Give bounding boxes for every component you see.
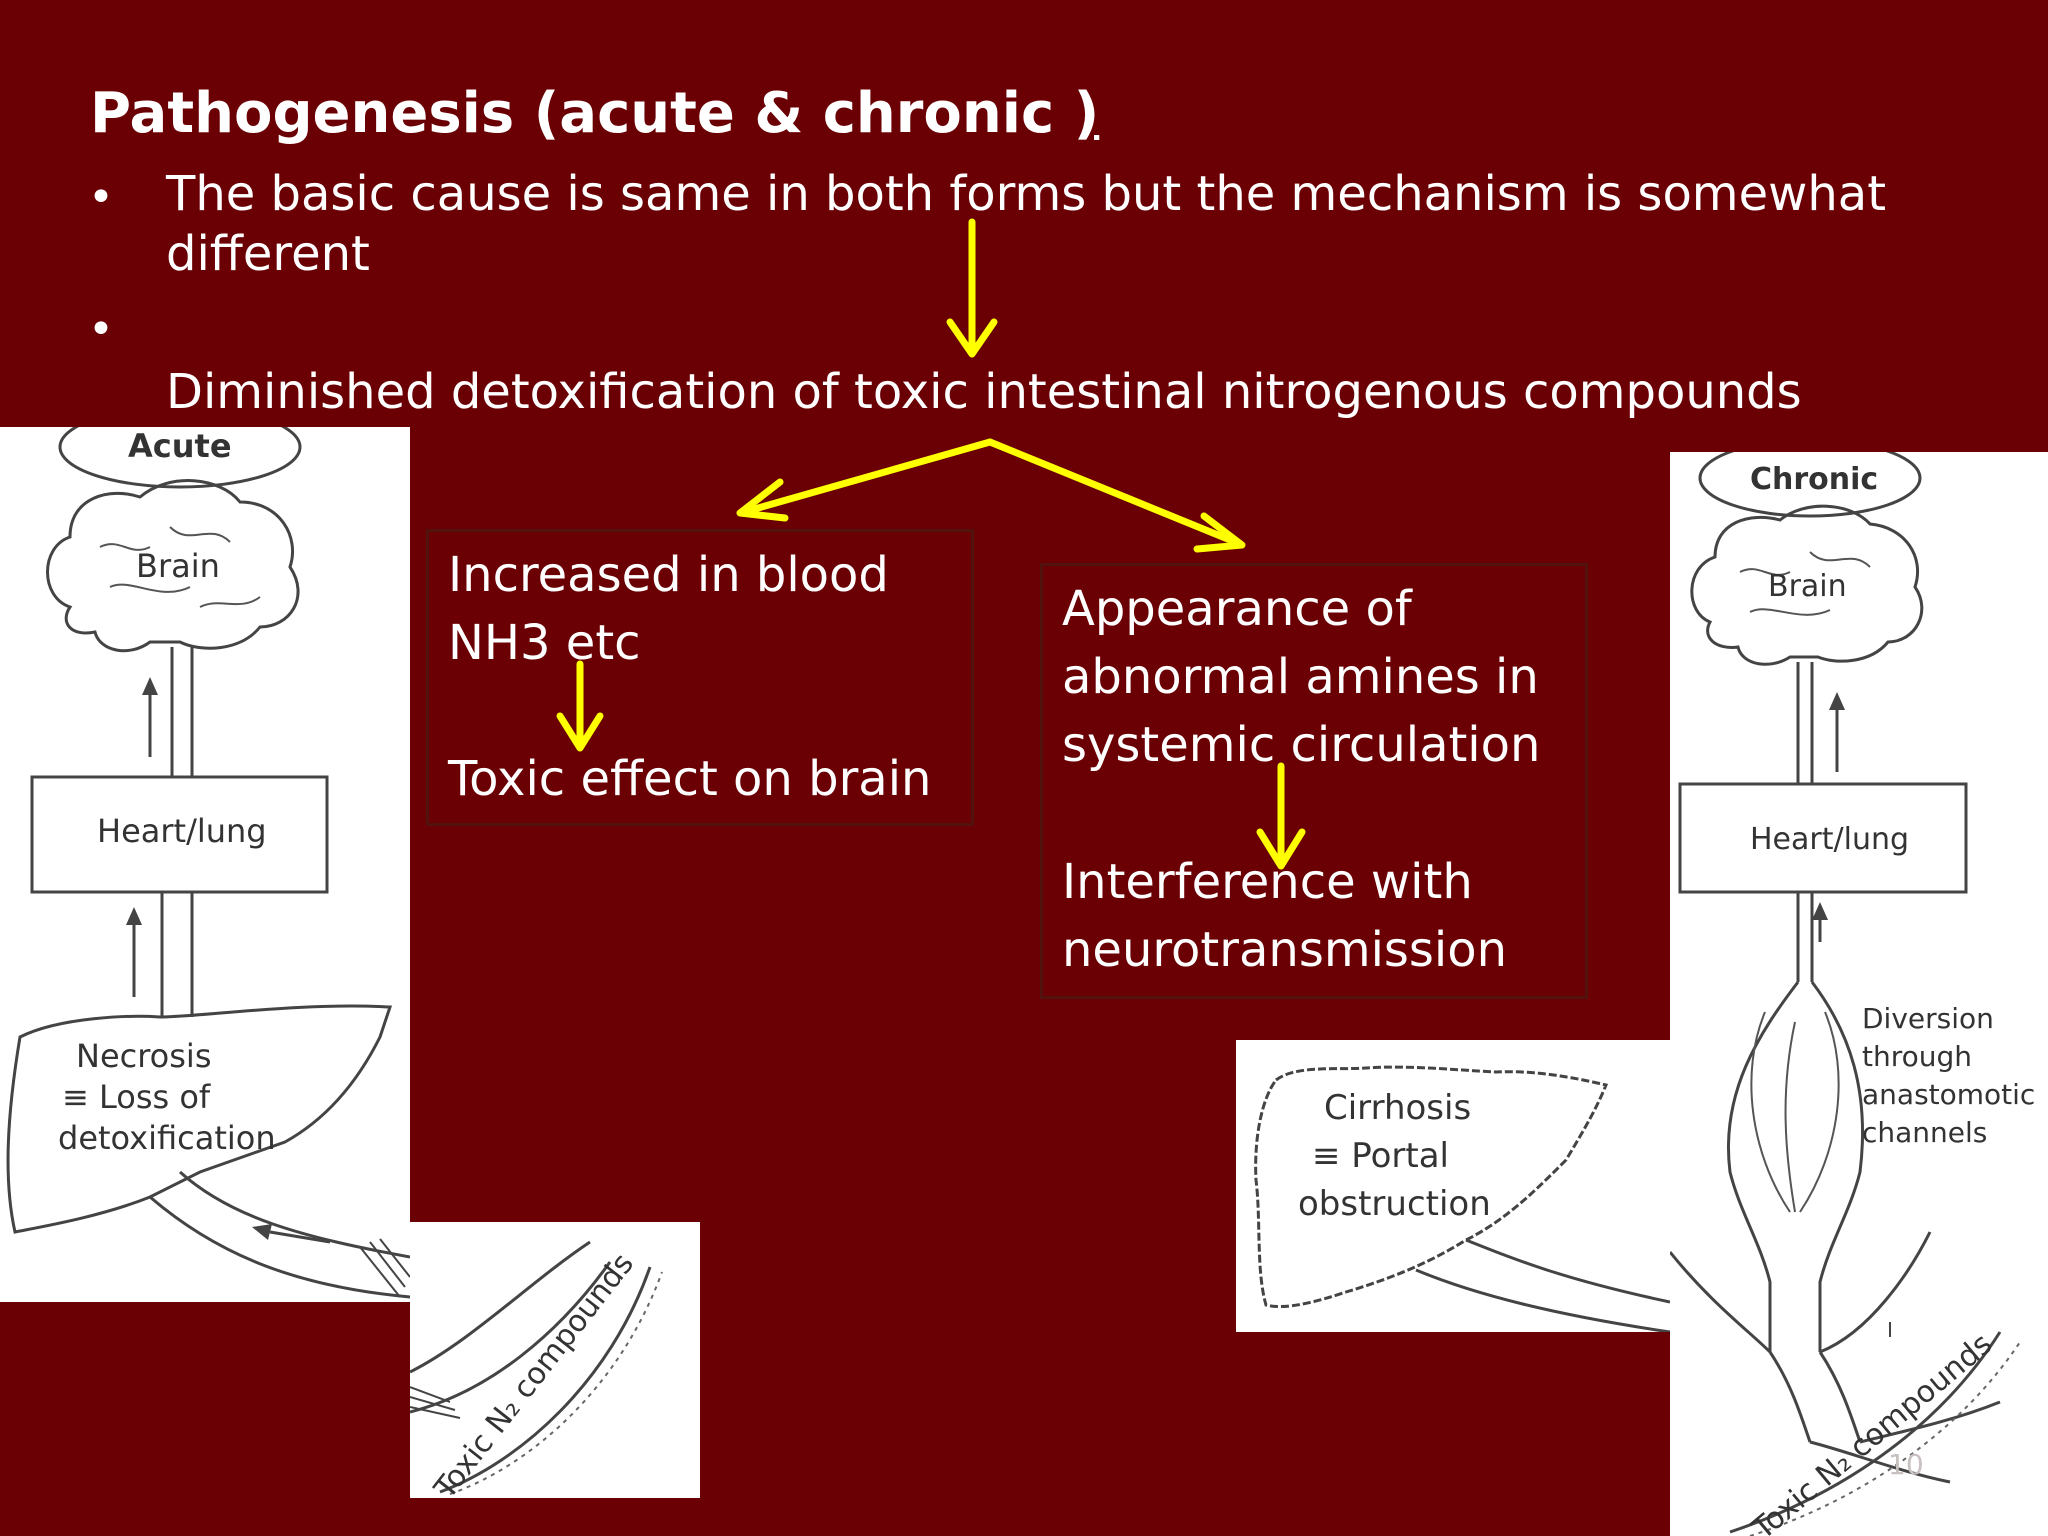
cirrhosis-line1: Cirrhosis: [1324, 1088, 1472, 1128]
acute-heart-lung-label: Heart/lung: [97, 812, 267, 850]
chronic-diagram-drawing: [1670, 452, 2021, 1536]
arrow-amines-to-interference: [1256, 762, 1306, 870]
acute-diagram-drawing: [6, 427, 410, 1299]
right-box-line2: abnormal amines in: [1062, 649, 1539, 705]
arrow-nh3-to-toxic: [556, 660, 604, 752]
chronic-diversion-line3: anastomotic: [1862, 1078, 2036, 1111]
acute-liver-outline: [6, 1004, 393, 1234]
arrow-split-left: [736, 438, 994, 522]
chronic-brain-label: Brain: [1768, 569, 1847, 604]
chronic-heart-lung-box: [1678, 782, 1968, 894]
left-mechanism-box: [426, 529, 974, 826]
arrow-split-right: [986, 438, 1246, 553]
slide-title-paren: ): [1073, 81, 1100, 146]
slide-title-text: Pathogenesis (acute & chronic: [90, 81, 1074, 146]
chronic-diagram-panel: Chronic Brain Heart/lung Diversion throu…: [1670, 452, 2048, 1536]
acute-brain-label: Brain: [136, 547, 220, 585]
right-box-line1: Appearance of: [1062, 581, 1412, 637]
cirrhosis-line2: ≡ Portal: [1312, 1136, 1449, 1176]
acute-liver-line2: ≡ Loss of: [62, 1078, 211, 1116]
bullet-dot-2: •: [88, 304, 114, 355]
arrow-to-diminished-detox: [946, 218, 998, 358]
acute-heart-lung-box: [30, 775, 329, 894]
left-box-line1: Increased in blood: [448, 547, 889, 603]
slide-title: Pathogenesis (acute & chronic ): [90, 78, 1099, 150]
bullet-dot-1: •: [88, 172, 114, 223]
page-number: 10: [1888, 1448, 1924, 1481]
chronic-header-label: Chronic: [1750, 462, 1879, 497]
acute-header-oval: [58, 427, 302, 489]
right-box-line5: neurotransmission: [1062, 922, 1508, 978]
chronic-diversion-line1: Diversion: [1862, 1002, 1994, 1035]
chronic-diversion-line2: through: [1862, 1040, 1973, 1073]
right-box-line4: Interference with: [1062, 854, 1473, 910]
acute-diagram-panel: Acute Brain Heart/lung Necrosis ≡ Loss o…: [0, 427, 410, 1302]
acute-liver-line1: Necrosis: [76, 1037, 212, 1075]
acute-intestine-panel: Toxic N₂ compounds: [410, 1222, 700, 1498]
chronic-header-oval: [1698, 452, 1922, 518]
left-box-line2: NH3 etc: [448, 615, 641, 671]
right-mechanism-box: [1040, 563, 1588, 999]
acute-intestine-drawing: [410, 1240, 663, 1495]
acute-liver-line3: detoxification: [58, 1119, 276, 1157]
chronic-diversion-line4: channels: [1862, 1116, 1988, 1149]
right-box-line3: systemic circulation: [1062, 717, 1541, 773]
bullet-1-line2: different: [166, 226, 370, 282]
cirrhosis-line3: obstruction: [1298, 1184, 1491, 1224]
bullet-1-line1: The basic cause is same in both forms bu…: [166, 166, 1887, 222]
cirrhosis-liver-drawing: [1254, 1065, 1670, 1332]
cirrhosis-liver-panel: Cirrhosis ≡ Portal obstruction: [1236, 1040, 1670, 1332]
acute-brain-icon: [46, 479, 300, 653]
acute-header-label: Acute: [128, 427, 232, 465]
left-box-line3: Toxic effect on brain: [448, 751, 932, 807]
chronic-heart-lung-label: Heart/lung: [1750, 822, 1910, 857]
bullet-2-line2: Diminished detoxification of toxic intes…: [166, 364, 1802, 420]
chronic-brain-icon: [1690, 504, 1924, 666]
